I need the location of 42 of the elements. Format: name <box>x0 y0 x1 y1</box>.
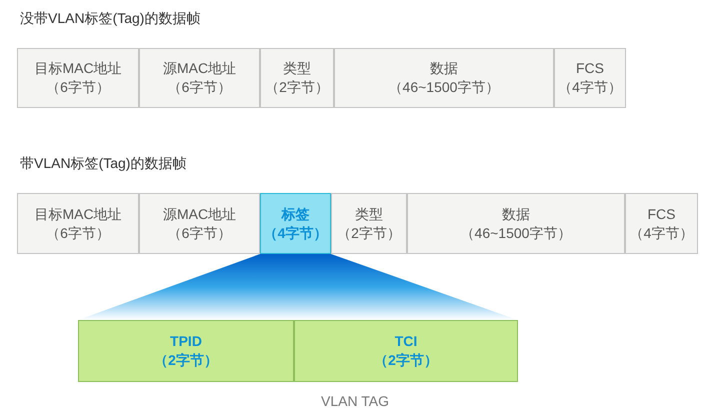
field-name: FCS <box>576 59 604 78</box>
frame-field-cell <box>17 193 139 254</box>
caption: VLAN TAG <box>321 393 389 409</box>
field-name: 数据 <box>430 59 458 78</box>
frame-field-cell <box>554 48 626 108</box>
byte-count: （2字节） <box>154 351 218 370</box>
frame-field-cell <box>407 193 625 254</box>
byte-count: （6字节） <box>168 224 232 242</box>
frame-field-cell <box>331 193 407 254</box>
frame-field-cell <box>334 48 554 108</box>
field-name: 源MAC地址 <box>162 204 236 224</box>
frame-heading: 带VLAN标签(Tag)的数据帧 <box>20 155 186 173</box>
frame-field-cell <box>139 48 260 108</box>
byte-count: （2字节） <box>337 224 401 242</box>
field-name: 源MAC地址 <box>162 59 236 78</box>
byte-count: （46~1500字节） <box>460 224 572 242</box>
byte-count: （4字节） <box>630 224 694 242</box>
highlighted-field-cell <box>260 193 331 254</box>
field-name: 目标MAC地址 <box>34 204 122 224</box>
field-name: TCI <box>394 332 418 351</box>
byte-count: （2字节） <box>374 351 438 370</box>
frame-field-cell <box>139 193 260 254</box>
byte-count: （46~1500字节） <box>388 78 500 97</box>
tag-field-cell <box>78 320 294 382</box>
tag-field-cell <box>294 320 518 382</box>
field-name: 目标MAC地址 <box>34 59 122 78</box>
field-name: 类型 <box>355 204 383 224</box>
byte-count: （6字节） <box>168 78 232 97</box>
field-name: 数据 <box>502 204 530 224</box>
byte-count: （2字节） <box>265 78 329 97</box>
frame-field-cell <box>17 48 139 108</box>
byte-count: （6字节） <box>46 78 110 97</box>
byte-count: （6字节） <box>46 224 110 242</box>
field-name: FCS <box>648 204 676 224</box>
byte-count: （4字节） <box>264 224 328 242</box>
frame-heading: 没带VLAN标签(Tag)的数据帧 <box>20 10 200 28</box>
frame-field-cell <box>260 48 334 108</box>
field-name: 类型 <box>283 59 311 78</box>
byte-count: （4字节） <box>558 78 622 97</box>
field-name: TPID <box>170 332 202 351</box>
frame-field-cell <box>625 193 698 254</box>
field-name: 标签 <box>282 204 310 224</box>
